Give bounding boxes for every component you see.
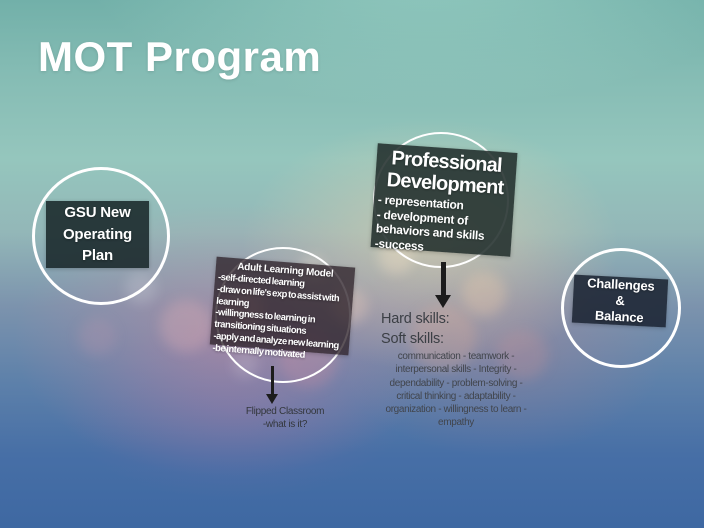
gsu-plan-box[interactable]: GSU New Operating Plan — [46, 201, 149, 268]
flipped-classroom-caption: Flipped Classroom -what is it? — [245, 406, 325, 430]
arrow-head-icon — [435, 295, 451, 311]
bokeh-circle — [160, 300, 212, 352]
soft-skills-heading: Soft skills: — [381, 331, 444, 347]
professional-development-bullets: - representation - development of behavi… — [374, 192, 485, 254]
adult-learning-box[interactable]: Adult Learning Model -self-directed lear… — [209, 256, 356, 361]
page-title: MOT Program — [38, 33, 322, 80]
soft-skills-list: communication - teamwork - interpersonal… — [385, 351, 527, 429]
professional-development-title: Professional Development — [386, 147, 505, 200]
challenges-balance-box[interactable]: Challenges & Balance — [571, 274, 669, 328]
arrow-head-icon — [266, 394, 278, 407]
bokeh-circle — [498, 330, 548, 380]
frame-circle-challenges[interactable] — [561, 248, 681, 368]
bokeh-circle — [78, 318, 116, 356]
arrow-shaft — [440, 262, 446, 295]
frame-circle-gsu[interactable] — [32, 167, 170, 305]
professional-development-box[interactable]: Professional Development - representatio… — [370, 143, 518, 257]
arrow-shaft — [270, 366, 274, 394]
bokeh-circle — [410, 305, 476, 371]
bokeh-circle — [462, 272, 506, 316]
adult-learning-bullets: -self-directed learning -draw on life's … — [212, 271, 340, 361]
arrow-down-icon — [435, 262, 451, 311]
arrow-down-icon — [266, 366, 278, 407]
hard-skills-heading: Hard skills: — [381, 311, 450, 327]
